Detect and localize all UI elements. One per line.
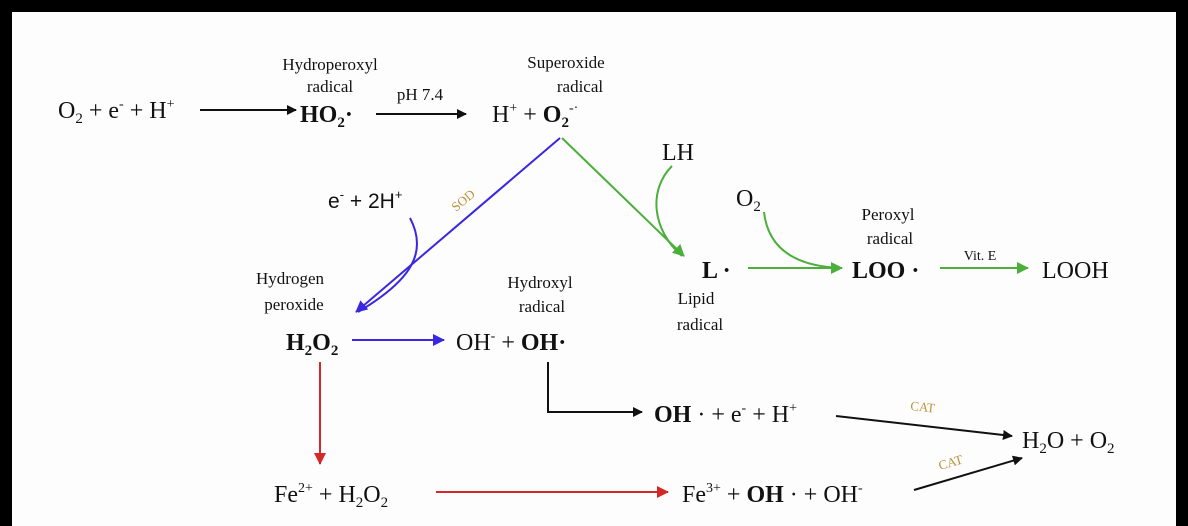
species-peroxyl-radical: LOO ·	[852, 258, 919, 284]
label-superoxide-line2: radical	[557, 77, 604, 96]
arrow-hydroxyl-reaction	[547, 362, 643, 417]
species-hydroperoxyl: HO2·	[300, 102, 353, 131]
species-hydroxyl: OH- + OH·	[456, 329, 566, 356]
curve-electrons-to-h2o2	[357, 217, 419, 313]
diagram-svg: O2 + e- + H+ Hydroperoxyl radical HO2· p…	[58, 53, 1115, 511]
equation-fenton-products: Fe3+ + OH · + OH-	[682, 481, 863, 508]
species-water-oxygen: H2O + O2	[1022, 428, 1115, 457]
label-peroxyl-line2: radical	[867, 229, 914, 248]
species-hydrogen-peroxide: H2O2	[286, 330, 338, 359]
label-hydroxyl-line1: Hydroxyl	[507, 273, 572, 292]
species-oxygen: O2	[736, 186, 761, 215]
arrow-cat-lower	[913, 455, 1023, 491]
label-peroxyl-line1: Peroxyl	[862, 205, 915, 224]
equation-electrons-protons: e- + 2H+	[328, 187, 402, 213]
condition-vit-e: Vit. E	[964, 249, 997, 264]
enzyme-cat-lower: CAT	[937, 452, 965, 473]
equation-oxygen-reduction: O2 + e- + H+	[58, 97, 175, 127]
arrow-to-lipid-radical	[561, 137, 685, 257]
species-superoxide: H+ + O2-·	[492, 101, 578, 131]
enzyme-cat-upper: CAT	[910, 398, 936, 415]
equation-fenton-reactants: Fe2+ + H2O2	[274, 481, 388, 511]
label-hydroperoxyl-line1: Hydroperoxyl	[282, 55, 378, 74]
arrow-sod	[355, 137, 561, 313]
label-lipid-line1: Lipid	[678, 289, 715, 308]
label-hydrogen-peroxide-line2: peroxide	[264, 295, 323, 314]
arrow-cat-upper	[835, 415, 1013, 440]
label-hydroxyl-line2: radical	[519, 297, 566, 316]
label-hydrogen-peroxide-line1: Hydrogen	[256, 269, 324, 288]
condition-ph: pH 7.4	[397, 85, 444, 104]
reaction-pathway-diagram: O2 + e- + H+ Hydroperoxyl radical HO2· p…	[12, 12, 1176, 526]
species-looh: LOOH	[1042, 258, 1109, 284]
curve-oxygen	[763, 211, 841, 269]
species-lipid-radical: L ·	[702, 258, 731, 284]
label-superoxide-line1: Superoxide	[527, 53, 604, 72]
equation-hydroxyl-reduction: OH · + e- + H+	[654, 401, 797, 428]
label-lipid-line2: radical	[677, 315, 724, 334]
enzyme-sod: SOD	[448, 186, 478, 214]
curve-lh	[655, 165, 683, 257]
label-hydroperoxyl-line2: radical	[307, 77, 354, 96]
species-lh: LH	[662, 140, 694, 166]
